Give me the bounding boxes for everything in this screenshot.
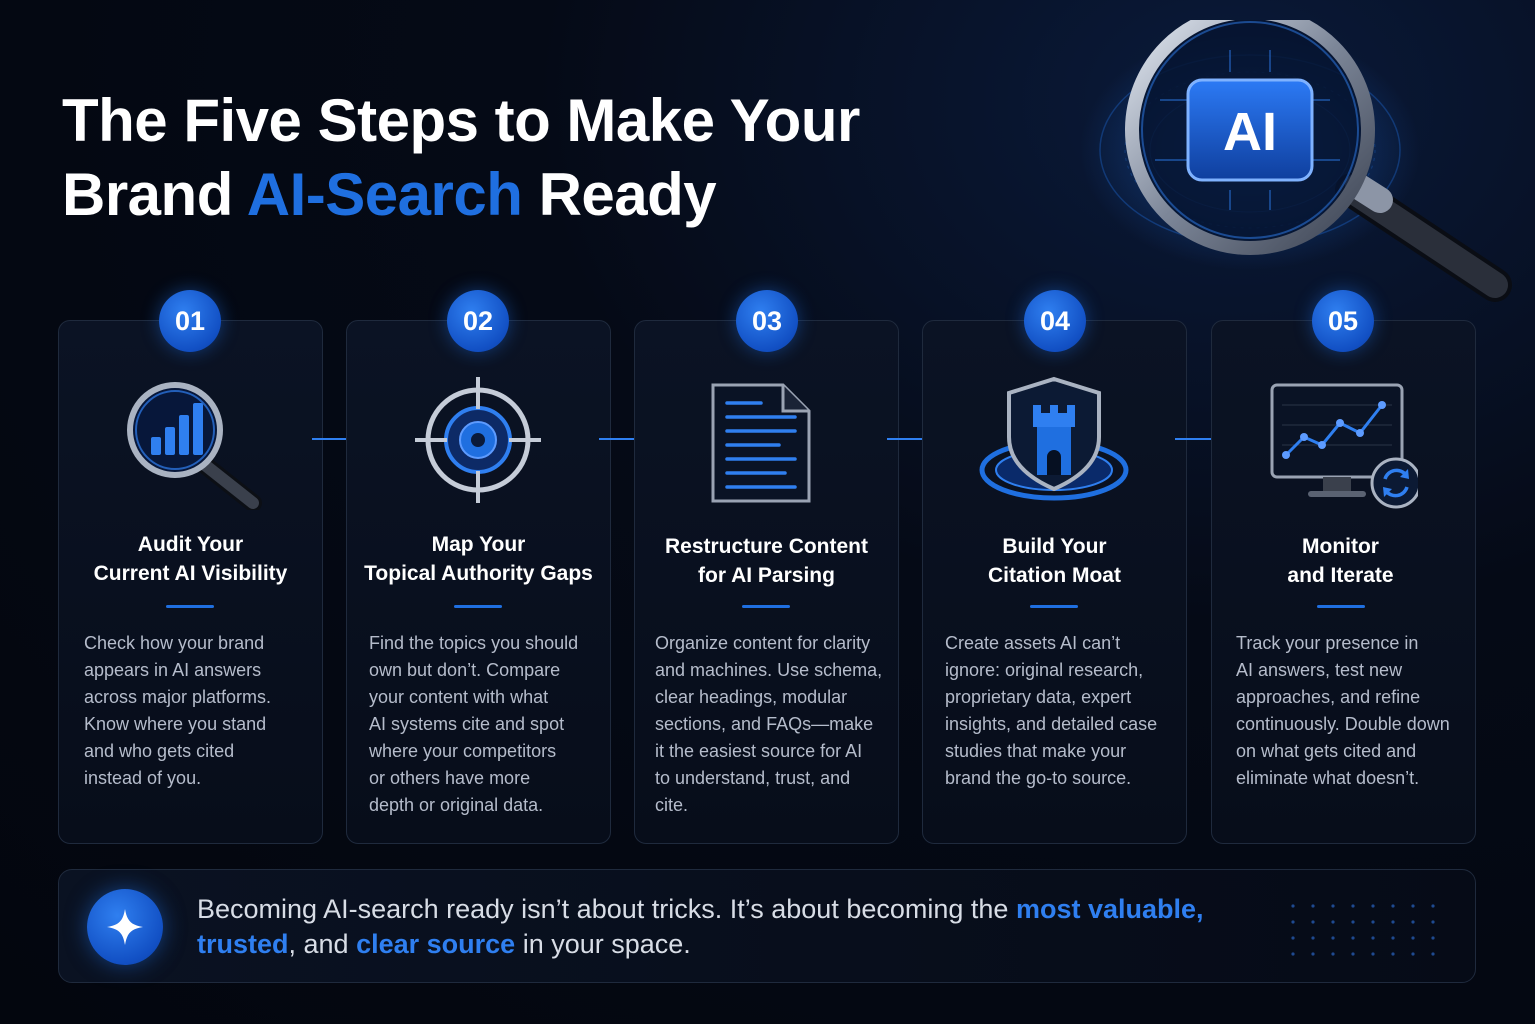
ai-chip-label: AI	[1223, 102, 1277, 162]
footer-highlight-1: most valuable,	[1015, 894, 1204, 924]
step-number-badge-4: 04	[1024, 290, 1086, 352]
step-number-badge-5: 05	[1312, 290, 1374, 352]
step-divider-5	[1317, 605, 1365, 608]
sparkle-icon	[87, 889, 163, 965]
step-title-3: Restructure Content for AI Parsing	[664, 535, 869, 587]
step-number-badge-1: 01	[159, 290, 221, 352]
step-title-1: Audit Your Current AI Visibility	[93, 533, 288, 585]
monitor-refresh-icon	[1268, 375, 1418, 510]
footer-highlight-3: clear source	[356, 929, 516, 959]
step-divider-3	[742, 605, 790, 608]
step-divider-1	[166, 605, 214, 608]
footer-highlight-2: trusted	[197, 929, 289, 959]
title-line-1: The Five Steps to Make Your	[62, 87, 860, 154]
document-icon	[691, 375, 841, 510]
step-number-badge-2: 02	[447, 290, 509, 352]
shield-castle-icon	[979, 375, 1129, 510]
step-title-4: Build Your Citation Moat	[988, 535, 1121, 587]
dot-grid-decoration	[1291, 904, 1435, 956]
title-line-2-post: Ready	[522, 161, 717, 228]
step-title-2: Map Your Topical Authority Gaps	[364, 533, 593, 585]
step-number-badge-3: 03	[736, 290, 798, 352]
magnifier-chart-icon	[115, 375, 265, 510]
step-divider-2	[454, 605, 502, 608]
footer-callout: Becoming AI-search ready isn’t about tri…	[58, 869, 1476, 983]
title-accent: AI-Search	[246, 161, 523, 228]
ai-magnifier-icon: AI	[1080, 20, 1512, 302]
step-divider-4	[1030, 605, 1078, 608]
step-title-5: Monitor and Iterate	[1287, 535, 1394, 587]
footer-message: Becoming AI-search ready isn’t about tri…	[197, 894, 1204, 959]
page-title: The Five Steps to Make Your Brand AI-Sea…	[62, 84, 962, 232]
title-line-2-pre: Brand	[62, 161, 247, 228]
target-crosshair-icon	[403, 375, 553, 510]
